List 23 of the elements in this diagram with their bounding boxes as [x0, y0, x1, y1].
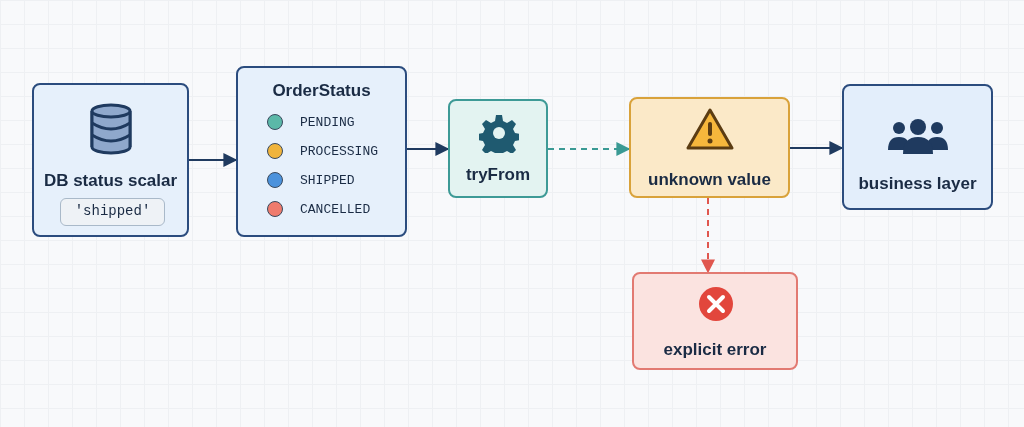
node-title: business layer — [857, 174, 978, 194]
status-item: PENDING — [300, 115, 355, 130]
arrow — [789, 141, 844, 155]
status-item: SHIPPED — [300, 173, 355, 188]
process-box — [842, 84, 993, 210]
value-pill — [60, 198, 165, 226]
process-box — [236, 66, 407, 237]
node-title: explicit error — [662, 340, 768, 360]
arrow — [547, 142, 631, 156]
node-title: unknown value — [647, 170, 772, 190]
node-title: OrderStatus — [271, 81, 372, 101]
process-box — [632, 272, 798, 370]
arrow — [406, 142, 450, 156]
node-title: tryFrom — [464, 165, 532, 185]
process-box — [448, 99, 548, 198]
value-text: 'shipped' — [73, 203, 152, 219]
node-title: DB status scalar — [42, 171, 179, 191]
process-box — [629, 97, 790, 198]
process-box — [32, 83, 189, 237]
arrow — [701, 197, 715, 274]
status-item: CANCELLED — [300, 202, 371, 217]
arrow — [188, 153, 238, 167]
status-item: PROCESSING — [300, 144, 378, 159]
